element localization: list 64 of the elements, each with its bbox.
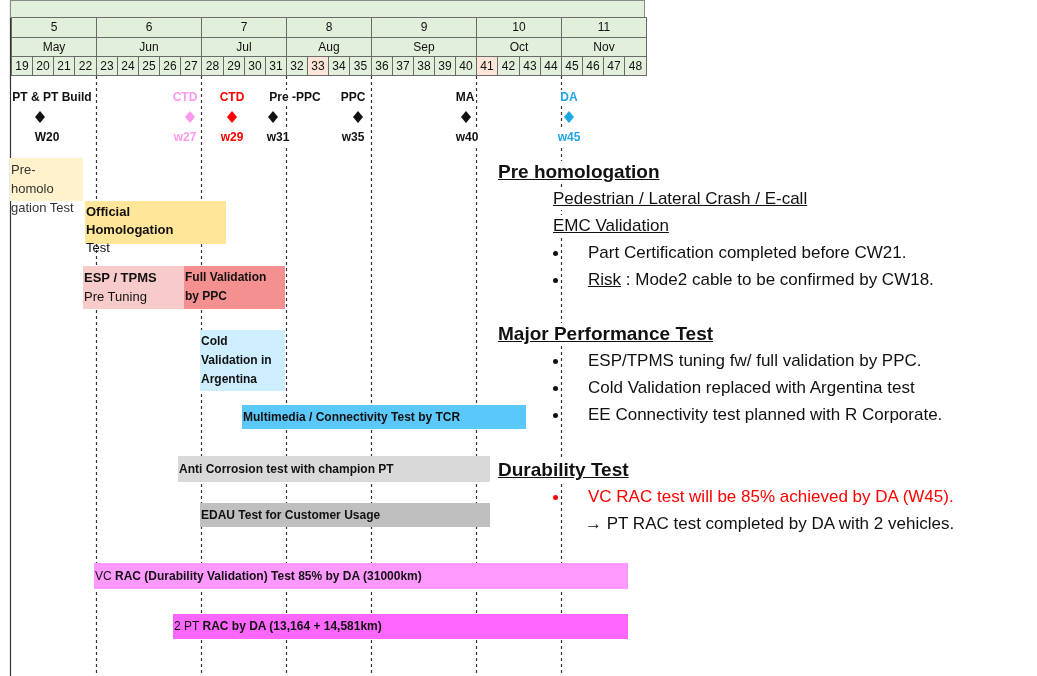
milestone-label: Pre -PPC	[268, 90, 322, 105]
week-number-cell: 35	[349, 56, 372, 76]
week-number-cell: 48	[624, 56, 647, 76]
week-number-cell: 45	[561, 56, 583, 76]
week-number-cell: 21	[53, 56, 75, 76]
task-bar: Multimedia / Connectivity Test by TCR	[242, 405, 526, 429]
week-number-cell: 32	[286, 56, 308, 76]
task-bar: VC RAC (Durability Validation) Test 85% by DA (31000km)	[94, 563, 628, 589]
task-bar: Cold Validation in Argentina	[200, 330, 285, 391]
week-number-cell: 39	[434, 56, 456, 76]
week-number-cell: 22	[74, 56, 97, 76]
week-number-cell: 40	[455, 56, 477, 76]
section-heading: Pre homologation	[498, 161, 660, 183]
week-number-cell: 41	[476, 56, 498, 76]
week-number-cell: 34	[328, 56, 350, 76]
week-number-cell: 24	[117, 56, 139, 76]
milestone-label: DA	[559, 90, 579, 105]
section-heading: Durability Test	[498, 459, 629, 481]
week-number-cell: 26	[159, 56, 181, 76]
month-name-cell: Sep	[371, 37, 477, 57]
week-number-cell: 44	[540, 56, 562, 76]
milestone-week-label: w40	[454, 130, 480, 145]
milestone-label: PT & PT Build	[11, 90, 93, 105]
month-name-cell: May	[11, 37, 97, 57]
note-text: Pedestrian / Lateral Crash / E-call	[553, 188, 808, 210]
task-bar: EDAU Test for Customer Usage	[200, 503, 490, 527]
week-number-cell: 19	[11, 56, 33, 76]
week-number-cell: 23	[96, 56, 118, 76]
task-bar: 2 PT RAC by DA (13,164 + 14,581km)	[173, 614, 628, 639]
month-name-cell: Jun	[96, 37, 202, 57]
week-number-cell: 25	[138, 56, 160, 76]
month-number-cell: 9	[371, 17, 477, 38]
month-name-cell: Aug	[286, 37, 372, 57]
week-number-cell: 31	[265, 56, 287, 76]
month-number-cell: 5	[11, 17, 97, 38]
section-heading: Major Performance Test	[498, 323, 714, 345]
milestone-week-label: w31	[265, 130, 291, 145]
week-number-cell: 36	[371, 56, 393, 76]
week-number-cell: 30	[244, 56, 266, 76]
task-bar: Full Validation by PPC	[184, 266, 285, 309]
note-text: EMC Validation	[553, 215, 669, 237]
week-number-cell: 33	[307, 56, 329, 76]
week-number-cell: 46	[582, 56, 604, 76]
week-number-cell: 28	[201, 56, 224, 76]
month-name-cell: Oct	[476, 37, 562, 57]
week-number-cell: 43	[519, 56, 541, 76]
week-number-cell: 37	[392, 56, 414, 76]
week-number-cell: 42	[497, 56, 520, 76]
month-name-cell: Jul	[201, 37, 287, 57]
month-number-cell: 11	[561, 17, 647, 38]
week-number-cell: 29	[223, 56, 245, 76]
week-number-cell: 27	[180, 56, 202, 76]
month-name-cell: Nov	[561, 37, 647, 57]
month-number-cell: 10	[476, 17, 562, 38]
week-number-cell: 20	[32, 56, 54, 76]
month-number-cell: 8	[286, 17, 372, 38]
task-bar: Anti Corrosion test with champion PT	[178, 456, 490, 482]
week-number-cell: 47	[603, 56, 625, 76]
week-number-cell: 38	[413, 56, 435, 76]
month-number-cell: 7	[201, 17, 287, 38]
milestone-week-label: w45	[556, 130, 582, 145]
task-bar: Pre- homolo gation Test	[10, 158, 83, 217]
task-bar: ESP / TPMS Pre Tuning	[83, 266, 184, 309]
month-number-cell: 6	[96, 17, 202, 38]
